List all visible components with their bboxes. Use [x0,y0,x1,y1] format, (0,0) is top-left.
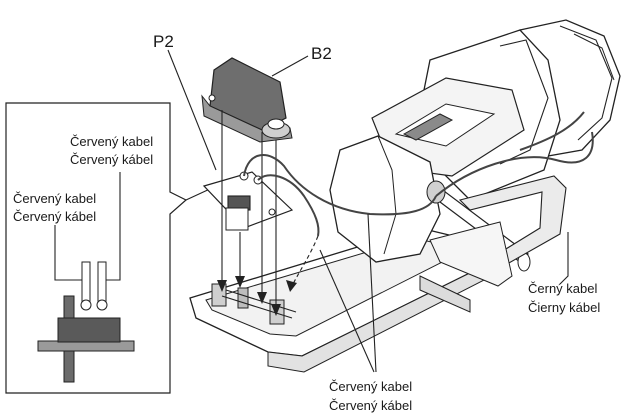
motor-shaft-grommet [426,180,446,204]
tray-foot [419,275,471,313]
inset-red-left-line2: Červený kábel [13,209,96,224]
inset-red-top-line1: Červený kabel [70,134,153,149]
p2-screw-hole [268,208,276,216]
inset-terminal-knob-right [96,299,108,311]
leader-red-bottom-a [319,249,375,373]
inset-switch [37,261,135,383]
wires [243,111,594,237]
motor-stator-band [499,39,549,165]
black-wire [435,131,594,197]
tray-slot-mid [237,287,249,309]
arrowhead-4 [271,304,281,316]
b2-screw-head [267,118,285,130]
p2-board [202,171,294,231]
inset-red-top-line2: Červený kábel [70,152,153,167]
leader-red-bottom-b [367,213,377,373]
inset-terminal-knob-left [80,299,92,311]
inset-leader-left [54,225,82,281]
b2-hole [208,94,216,102]
motor-rear-ring [559,25,613,141]
motor-base-legs [429,221,513,287]
label-b2: B2 [311,44,332,63]
leader-b2 [271,55,309,77]
inset-callout: Červený kabel Červený kábel Červený kabe… [5,102,213,394]
label-red-bottom-line1: Červený kabel [329,379,412,394]
motor-assembly [329,19,621,287]
inset-leader-top [106,172,121,281]
arrowhead-1 [217,280,227,292]
leader-lines [167,49,569,373]
label-p2: P2 [153,32,174,51]
arrow-wire-dashed [291,235,319,287]
p2-switch-block [225,207,249,231]
arrowhead-3 [235,276,245,288]
red-wire-2 [257,174,320,237]
motor-rear-ring-inner [573,33,615,81]
inset-switch-body [57,317,121,343]
arrowhead-5 [286,280,297,292]
label-black-line2: Čierny kábel [528,300,600,315]
leader-p2 [167,49,217,171]
red-wire-1 [243,154,437,216]
b2-cover [201,57,293,143]
label-red-bottom-line2: Červený kábel [329,398,412,413]
assembly-arrows [217,110,319,316]
leader-black [559,232,569,285]
motor-brush-slot [402,113,454,141]
inset-frame [5,102,188,394]
inset-red-left-line1: Červený kabel [13,191,96,206]
arrowhead-2 [257,292,267,304]
motor-front-housing-edge [377,135,397,255]
red-wire-3 [519,111,585,151]
label-black-line1: Černý kabel [528,281,597,296]
